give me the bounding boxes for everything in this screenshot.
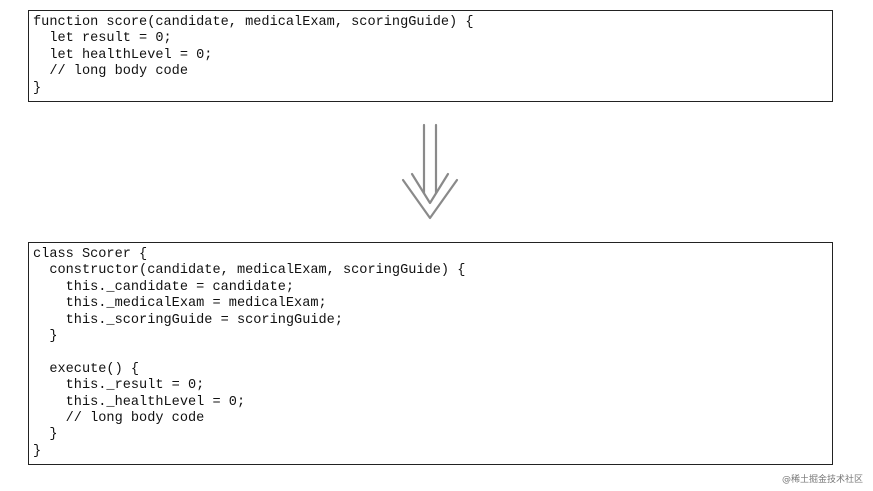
code-line: }: [33, 328, 58, 344]
code-line: this._candidate = candidate;: [33, 279, 295, 295]
code-line: }: [33, 443, 42, 459]
code-line: let result = 0;: [33, 31, 172, 47]
code-line: function score(candidate, medicalExam, s…: [33, 15, 474, 30]
code-line: }: [33, 80, 42, 96]
code-line: // long body code: [33, 410, 205, 426]
double-down-arrow-icon: [401, 123, 459, 220]
code-line: class Scorer {: [33, 247, 148, 262]
code-line: this._scoringGuide = scoringGuide;: [33, 312, 343, 328]
code-line: this._result = 0;: [33, 378, 205, 394]
before-code-block: function score(candidate, medicalExam, s…: [28, 10, 833, 102]
after-code-block: class Scorer { constructor(candidate, me…: [28, 242, 833, 465]
code-line: constructor(candidate, medicalExam, scor…: [33, 263, 466, 279]
watermark: @稀土掘金技术社区: [781, 475, 863, 485]
code-line: this._healthLevel = 0;: [33, 394, 246, 410]
code-line: let healthLevel = 0;: [33, 47, 213, 63]
code-line: this._medicalExam = medicalExam;: [33, 296, 327, 312]
code-line: [33, 345, 832, 361]
code-line: }: [33, 427, 58, 443]
code-line: execute() {: [33, 361, 140, 377]
code-line: // long body code: [33, 64, 188, 80]
